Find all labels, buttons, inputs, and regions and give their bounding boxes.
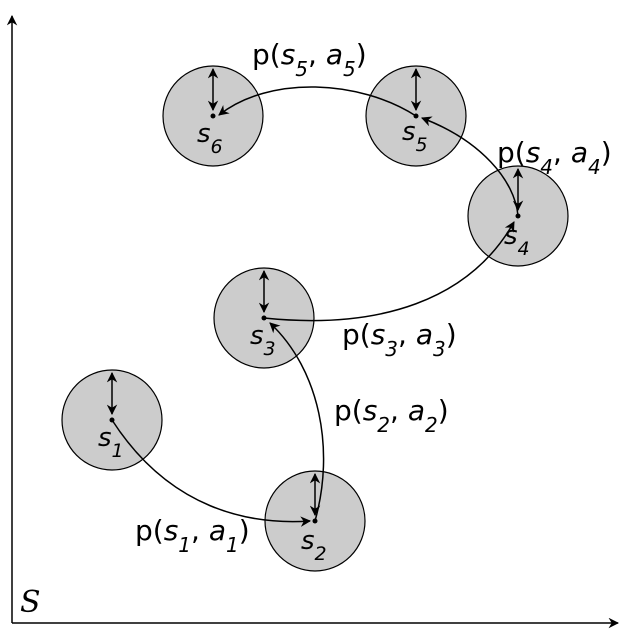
transition-arc-1-2: [111, 419, 312, 527]
transition-arc-5-6: [218, 86, 417, 117]
state-labels: s1 s2 s3 s4 s5 s6: [98, 117, 530, 565]
transition-arcs: [111, 86, 519, 527]
transition-labels: p(s1, a1) p(s2, a2) p(s3, a3) p(s4, a4) p(s5…: [135, 38, 612, 557]
state-label-s5: s5: [402, 117, 428, 156]
state-point-s6: [210, 113, 216, 119]
state-dots: [109, 113, 521, 524]
state-label-s2: s2: [301, 526, 327, 565]
axes: S: [6, 14, 620, 629]
state-label-s1: s1: [98, 423, 124, 462]
state-point-s3: [261, 315, 267, 321]
state-point-s4: [515, 213, 521, 219]
transition-arc-3-4: [263, 221, 515, 322]
state-point-s1: [109, 417, 115, 423]
transition-arc-2-3: [269, 322, 325, 522]
state-label-s4: s4: [504, 221, 530, 260]
state-label-s6: s6: [197, 119, 223, 158]
state-disks: [61, 65, 569, 572]
transition-label-2-3: p(s2, a2): [334, 394, 449, 437]
transition-label-5-6: p(s5, a5): [252, 38, 367, 81]
transition-arc-4-5: [421, 116, 519, 217]
transition-label-1-2: p(s1, a1): [135, 514, 250, 557]
state-space-label: S: [20, 585, 41, 620]
transition-label-3-4: p(s3, a3): [342, 318, 457, 361]
transition-label-4-5: p(s4, a4): [497, 136, 612, 179]
state-point-s5: [413, 113, 419, 119]
state-point-s2: [312, 518, 318, 524]
state-label-s3: s3: [250, 321, 276, 360]
